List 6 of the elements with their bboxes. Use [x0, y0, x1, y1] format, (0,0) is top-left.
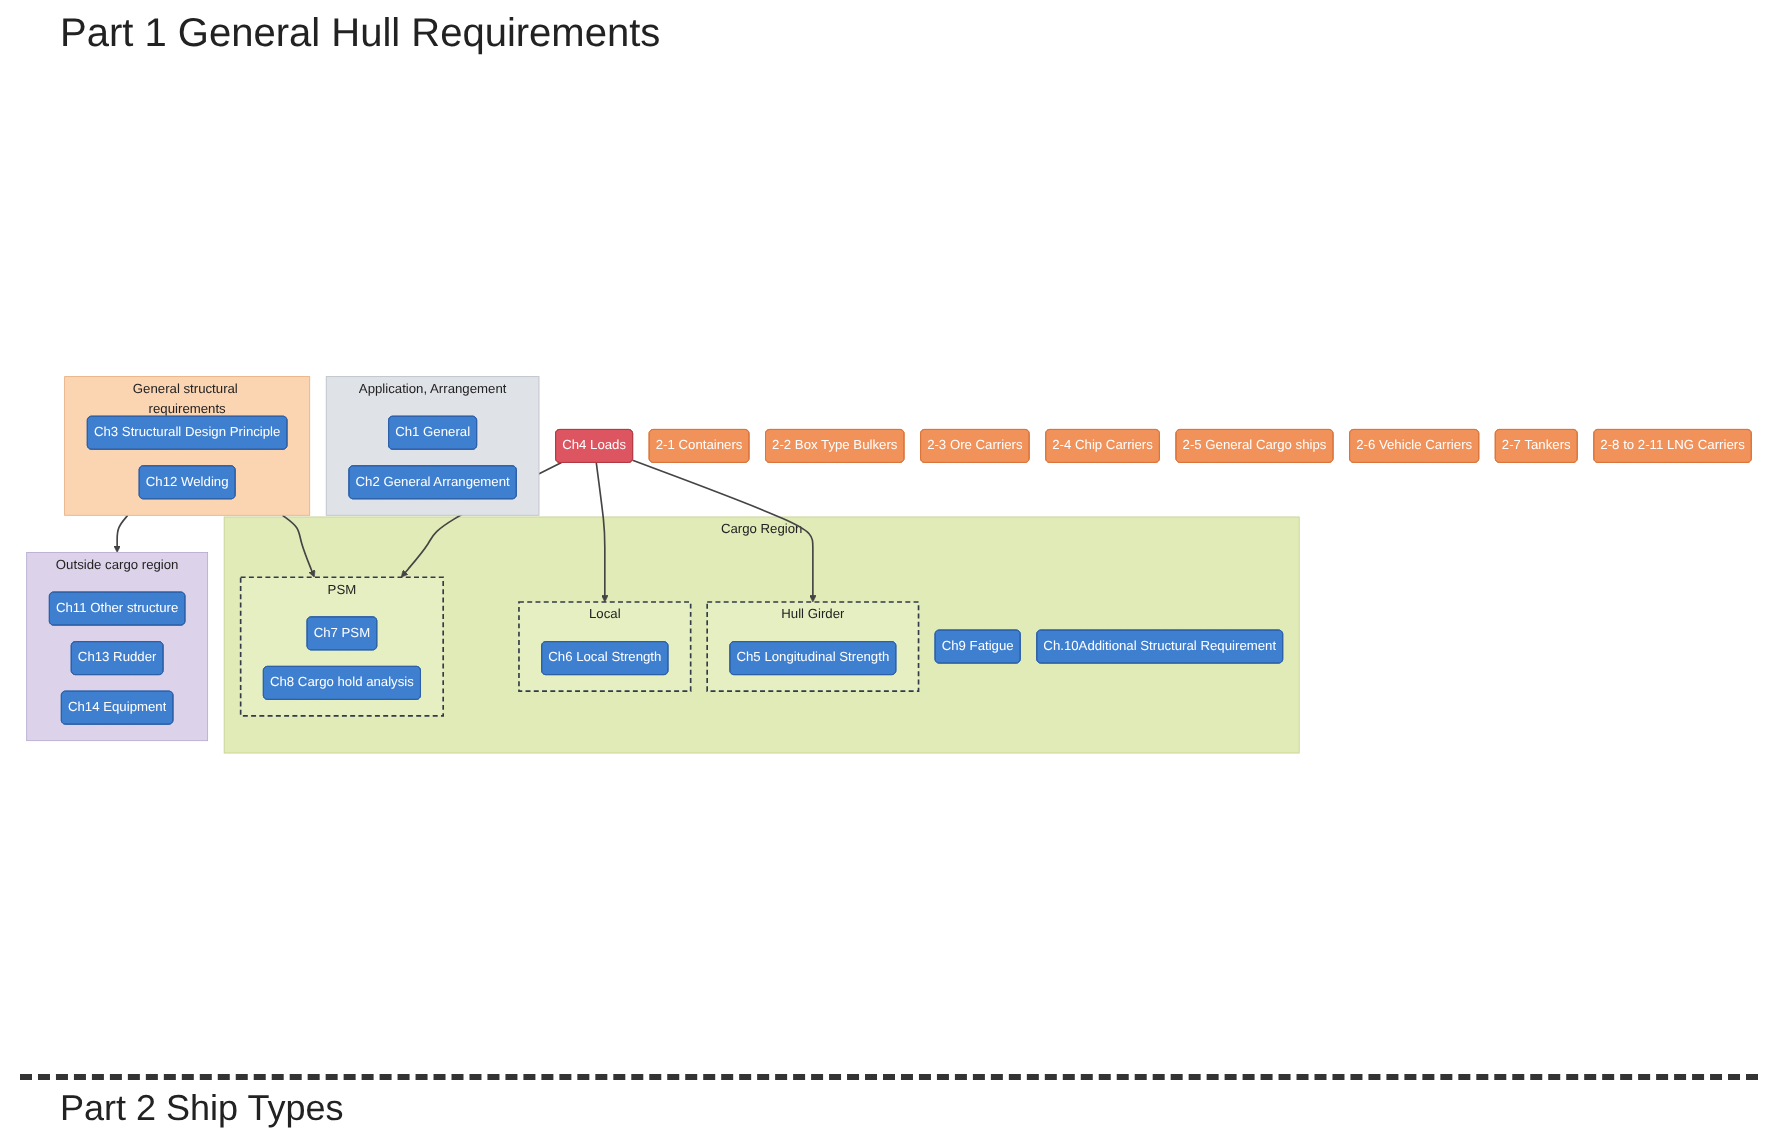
arrow	[113, 513, 129, 552]
arrow	[595, 460, 609, 602]
section-heading: Part 2 Ship Types	[60, 1088, 346, 1130]
arrow	[281, 513, 316, 577]
arrow	[631, 458, 817, 602]
diagram-title: Part 1 General Hull Requirements	[60, 12, 663, 58]
